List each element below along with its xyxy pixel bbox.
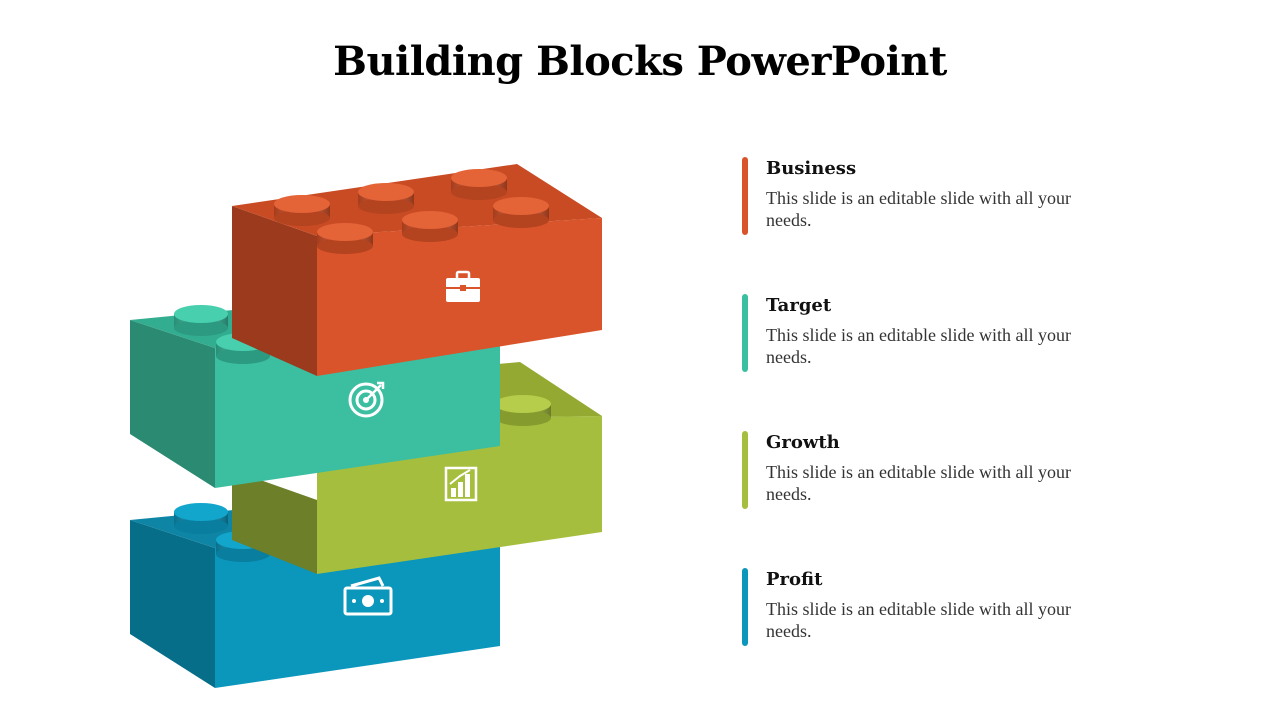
legend-title: Profit (766, 569, 823, 590)
legend-bar-growth (742, 431, 748, 509)
stud (402, 211, 458, 242)
legend-title: Business (766, 158, 857, 179)
legend-item-target: Target This slide is an editable slide w… (742, 294, 1162, 374)
stud (495, 395, 551, 426)
legend-description: This slide is an editable slide with all… (766, 188, 1071, 230)
legend-description: This slide is an editable slide with all… (766, 325, 1071, 367)
stud (174, 503, 228, 534)
legend-description: This slide is an editable slide with all… (766, 462, 1071, 504)
stud (451, 169, 507, 200)
money-icon (343, 576, 393, 616)
legend-title: Growth (766, 432, 840, 453)
slide-title: Building Blocks PowerPoint (333, 38, 947, 85)
stud (358, 183, 414, 214)
target-icon (348, 381, 385, 418)
block-growth-studs (495, 395, 551, 426)
legend-item-profit: Profit This slide is an editable slide w… (742, 568, 1162, 648)
block-business-left-face (232, 206, 317, 376)
block-target-left-face (130, 320, 215, 488)
building-blocks-diagram (130, 164, 602, 688)
legend-title: Target (766, 295, 832, 316)
legend-item-business: Business This slide is an editable slide… (742, 157, 1162, 237)
stud (493, 197, 549, 228)
block-business-studs (274, 169, 549, 254)
legend-bar-profit (742, 568, 748, 646)
stud (174, 305, 228, 336)
briefcase-icon (446, 270, 480, 302)
block-growth-left-face (232, 470, 317, 574)
block-profit-left-face (130, 520, 215, 688)
stud (274, 195, 330, 226)
growth-chart-icon (444, 466, 478, 502)
block-business (232, 164, 602, 376)
legend-bar-business (742, 157, 748, 235)
stud (317, 223, 373, 254)
legend-description: This slide is an editable slide with all… (766, 599, 1071, 641)
legend-item-growth: Growth This slide is an editable slide w… (742, 431, 1162, 511)
legend-bar-target (742, 294, 748, 372)
